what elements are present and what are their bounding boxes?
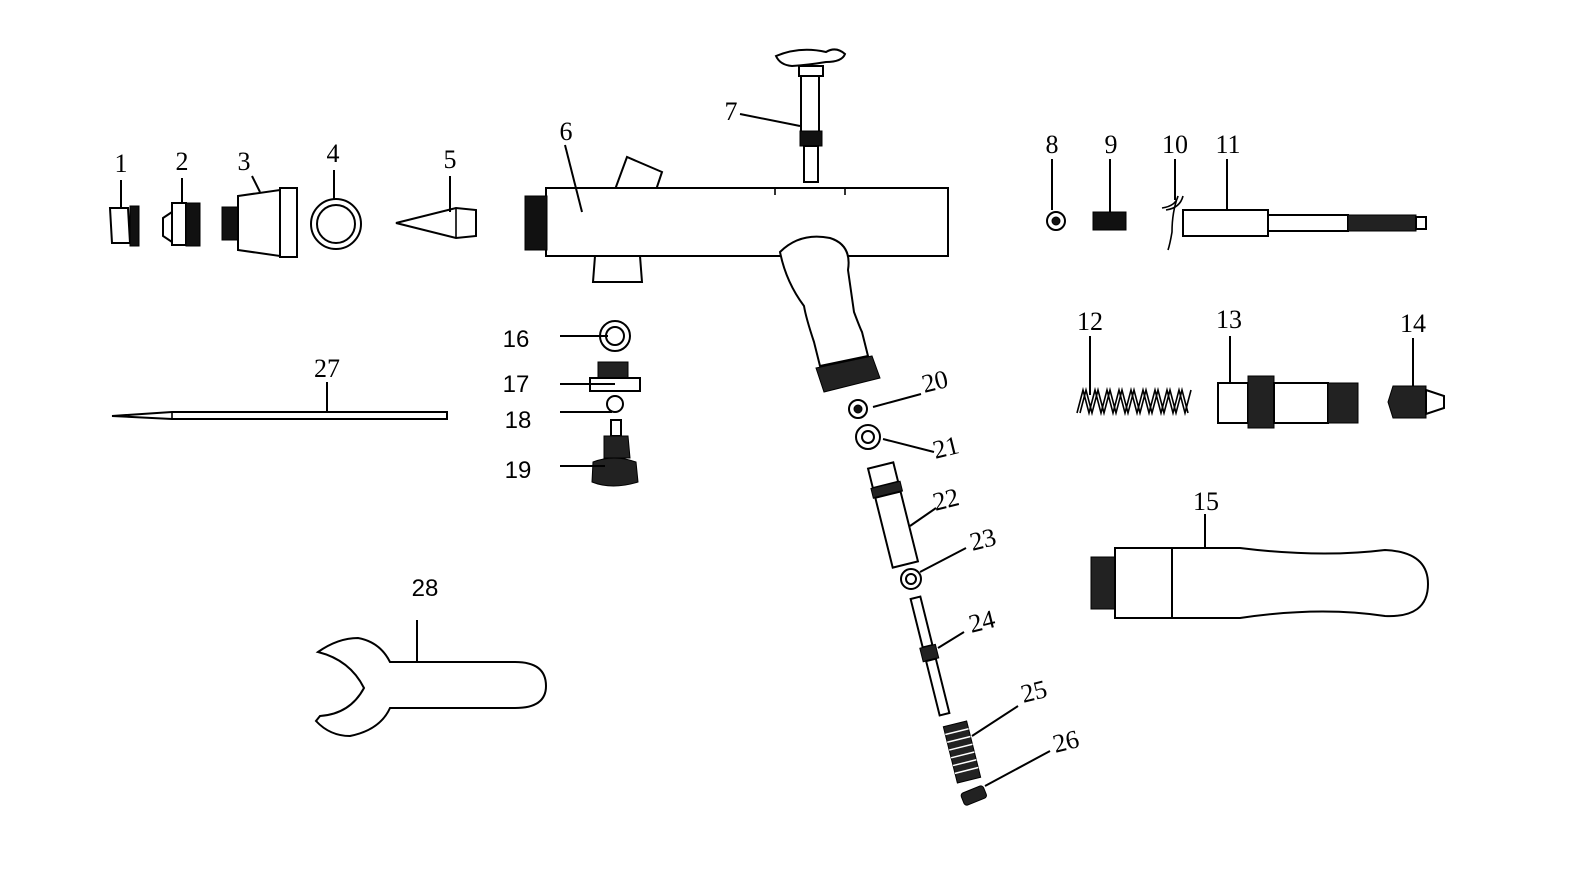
part-15-handle [1090,514,1430,619]
label-2: 2 [176,147,189,176]
label-6: 6 [560,117,573,146]
label-20: 20 [919,364,951,398]
part-27-needle [111,382,448,420]
part-13-spring-box [1217,336,1359,429]
part-26-valve-screw [960,750,1051,806]
part-4-ring [310,170,362,250]
part-16-washer [560,320,631,352]
label-8: 8 [1046,130,1059,159]
label-24: 24 [966,604,998,638]
label-18: 18 [505,407,532,434]
label-1: 1 [115,149,128,178]
label-5: 5 [444,145,457,174]
label-21: 21 [930,430,962,464]
label-26: 26 [1050,724,1082,758]
label-13: 13 [1216,305,1242,334]
label-28: 28 [412,575,439,602]
label-12: 12 [1077,307,1103,336]
label-19: 19 [505,457,532,484]
label-11: 11 [1215,130,1240,159]
label-3: 3 [238,147,251,176]
part-21-washer [855,424,935,453]
label-27: 27 [314,354,340,383]
part-11-needle-chuck-guide [1182,159,1427,237]
part-23-o-ring [900,547,967,590]
part-7-trigger [739,48,847,183]
label-14: 14 [1400,309,1426,338]
label-9: 9 [1105,130,1118,159]
part-24-valve-piston [909,595,965,717]
part-18-o-ring [560,395,624,413]
label-4: 4 [327,139,340,168]
part-12-spring [1076,336,1192,417]
label-16: 16 [503,326,530,353]
part-25-spring [942,705,1019,784]
label-25: 25 [1018,674,1050,708]
part-14-chucking-nut [1387,338,1445,419]
part-3-head-cap [221,175,298,258]
label-23: 23 [967,522,999,556]
part-9-guide [1092,159,1127,231]
part-1-nozzle-cap [108,180,140,247]
part-2-nozzle [162,178,201,247]
part-28-wrench [314,620,548,738]
label-15: 15 [1193,487,1219,516]
part-17-valve-nut [560,361,641,392]
label-17: 17 [503,371,530,398]
part-19-valve-stem [560,419,639,487]
part-10-lever [1161,159,1184,251]
part-20-washer [848,393,922,419]
label-22: 22 [930,482,962,516]
label-10: 10 [1162,130,1188,159]
part-22-valve-housing [866,461,937,569]
body-handle [778,235,881,393]
part-6-body [524,144,949,283]
part-5-needle-cone [395,176,477,240]
label-7: 7 [725,97,738,126]
part-8-washer [1046,159,1066,231]
